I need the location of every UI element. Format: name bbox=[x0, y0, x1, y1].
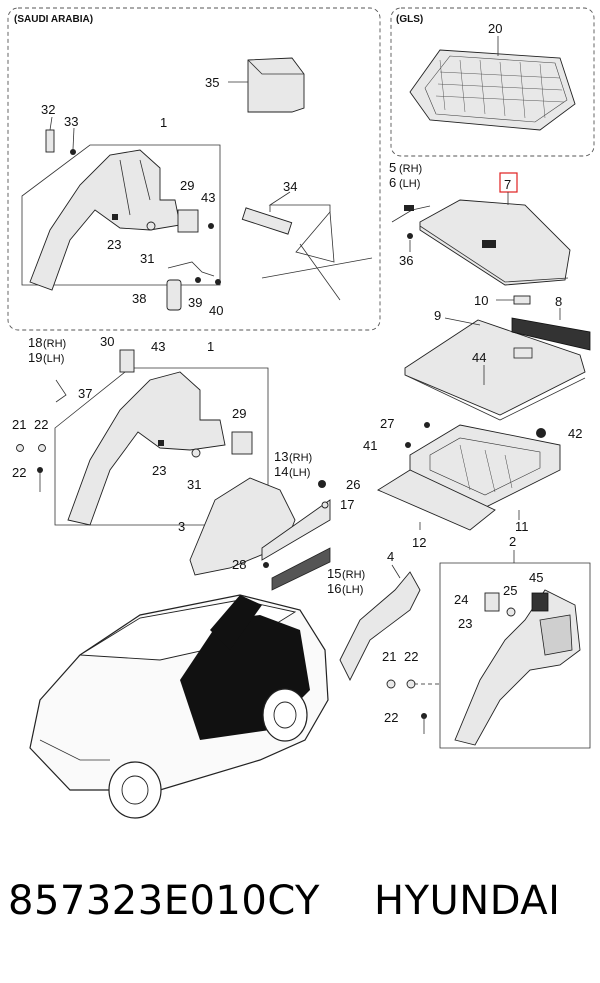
part-number: 857323E010CY bbox=[8, 878, 320, 924]
callout-13-side: (RH) bbox=[289, 452, 312, 464]
callout-21-upper: 21 bbox=[12, 417, 26, 432]
callout-19-side: (LH) bbox=[43, 353, 64, 365]
part-15-shape bbox=[271, 547, 331, 591]
callout-16-side: (LH) bbox=[342, 584, 363, 596]
part-32-shape bbox=[45, 129, 55, 153]
callout-44: 44 bbox=[472, 350, 486, 365]
part-13-shape bbox=[261, 499, 331, 561]
caption: 857323E010CY HYUNDAI bbox=[0, 878, 600, 948]
callout-7: 7 bbox=[504, 177, 511, 192]
callout-23-mid: 23 bbox=[152, 463, 166, 478]
saudi-arabia-box bbox=[7, 7, 381, 331]
callout-33: 33 bbox=[64, 114, 78, 129]
callout-27: 27 bbox=[380, 416, 394, 431]
callout-14: 14 bbox=[274, 464, 288, 479]
callout-29-lower: 29 bbox=[232, 406, 246, 421]
group-1-lower-outline bbox=[54, 367, 269, 526]
group-1-upper-outline bbox=[21, 144, 221, 286]
part-20-shape bbox=[409, 49, 576, 131]
callout-30: 30 bbox=[100, 334, 114, 349]
callout-21-lower: 21 bbox=[382, 649, 396, 664]
callout-32: 32 bbox=[41, 102, 55, 117]
callout-14-side: (LH) bbox=[289, 467, 310, 479]
callout-31-lower: 31 bbox=[187, 477, 201, 492]
callout-18: 18 bbox=[28, 335, 42, 350]
callout-35: 35 bbox=[205, 75, 219, 90]
callout-39: 39 bbox=[188, 295, 202, 310]
part-2-shape bbox=[454, 589, 581, 746]
callout-37: 37 bbox=[78, 386, 92, 401]
callout-45: 45 bbox=[529, 570, 543, 585]
callout-15-side: (RH) bbox=[342, 569, 365, 581]
highlight-box-7 bbox=[499, 172, 518, 193]
part-29-lower-shape bbox=[231, 431, 253, 455]
part-4-shape bbox=[339, 571, 421, 682]
callout-5: 5 bbox=[389, 160, 396, 175]
brand-name: HYUNDAI bbox=[374, 878, 561, 924]
callout-1-upper: 1 bbox=[160, 115, 167, 130]
callout-1-lower: 1 bbox=[207, 339, 214, 354]
callout-36: 36 bbox=[399, 253, 413, 268]
part-1-lower-shape bbox=[67, 371, 226, 526]
callout-2: 2 bbox=[509, 534, 516, 549]
callout-6: 6 bbox=[389, 175, 396, 190]
callout-28: 28 bbox=[232, 557, 246, 572]
part-18-shape bbox=[55, 379, 67, 403]
part-10-shape bbox=[513, 295, 531, 305]
callout-6-side: (LH) bbox=[399, 178, 420, 190]
callout-9: 9 bbox=[434, 308, 441, 323]
part-29-upper-shape bbox=[177, 209, 199, 233]
callout-40: 40 bbox=[209, 303, 223, 318]
part-24-shape bbox=[484, 592, 500, 612]
callout-4: 4 bbox=[387, 549, 394, 564]
part-8-shape bbox=[511, 317, 591, 351]
callout-42: 42 bbox=[568, 426, 582, 441]
part-35-shape bbox=[247, 57, 305, 113]
section-label-saudi: (SAUDI ARABIA) bbox=[14, 14, 93, 25]
callout-22-lower: 22 bbox=[404, 649, 418, 664]
callout-19: 19 bbox=[28, 350, 42, 365]
group-2-outline bbox=[439, 562, 591, 749]
callout-10: 10 bbox=[474, 293, 488, 308]
callout-13: 13 bbox=[274, 449, 288, 464]
part-45-shape bbox=[531, 592, 549, 612]
part-38-shape bbox=[166, 279, 182, 311]
callout-22-bottom: 22 bbox=[384, 710, 398, 725]
callout-22-mid: 22 bbox=[12, 465, 26, 480]
callout-15: 15 bbox=[327, 566, 341, 581]
callout-23-lower: 23 bbox=[458, 616, 472, 631]
part-34-shape bbox=[241, 207, 373, 301]
callout-31-upper: 31 bbox=[140, 251, 154, 266]
callout-24: 24 bbox=[454, 592, 468, 607]
callout-11: 11 bbox=[515, 519, 529, 534]
callout-43-upper: 43 bbox=[201, 190, 215, 205]
callout-41: 41 bbox=[363, 438, 377, 453]
callout-8: 8 bbox=[555, 294, 562, 309]
callout-34: 34 bbox=[283, 179, 297, 194]
callout-26: 26 bbox=[346, 477, 360, 492]
callout-18-side: (RH) bbox=[43, 338, 66, 350]
callout-23-upper: 23 bbox=[107, 237, 121, 252]
callout-43-lower: 43 bbox=[151, 339, 165, 354]
vehicle-illustration bbox=[29, 594, 329, 819]
callout-17: 17 bbox=[340, 497, 354, 512]
callout-29-upper: 29 bbox=[180, 178, 194, 193]
callout-5-side: (RH) bbox=[399, 163, 422, 175]
section-label-gls: (GLS) bbox=[396, 14, 423, 25]
callout-16: 16 bbox=[327, 581, 341, 596]
part-1-upper-shape bbox=[29, 149, 181, 291]
gls-box bbox=[390, 7, 595, 157]
part-30-shape bbox=[119, 349, 135, 373]
callout-22-upper: 22 bbox=[34, 417, 48, 432]
callout-38: 38 bbox=[132, 291, 146, 306]
part-7-shape bbox=[419, 199, 571, 286]
callout-12: 12 bbox=[412, 535, 426, 550]
callout-3: 3 bbox=[178, 519, 185, 534]
callout-25: 25 bbox=[503, 583, 517, 598]
part-12-shape bbox=[377, 469, 496, 531]
part-9-shape bbox=[404, 319, 586, 421]
callout-20: 20 bbox=[488, 21, 502, 36]
